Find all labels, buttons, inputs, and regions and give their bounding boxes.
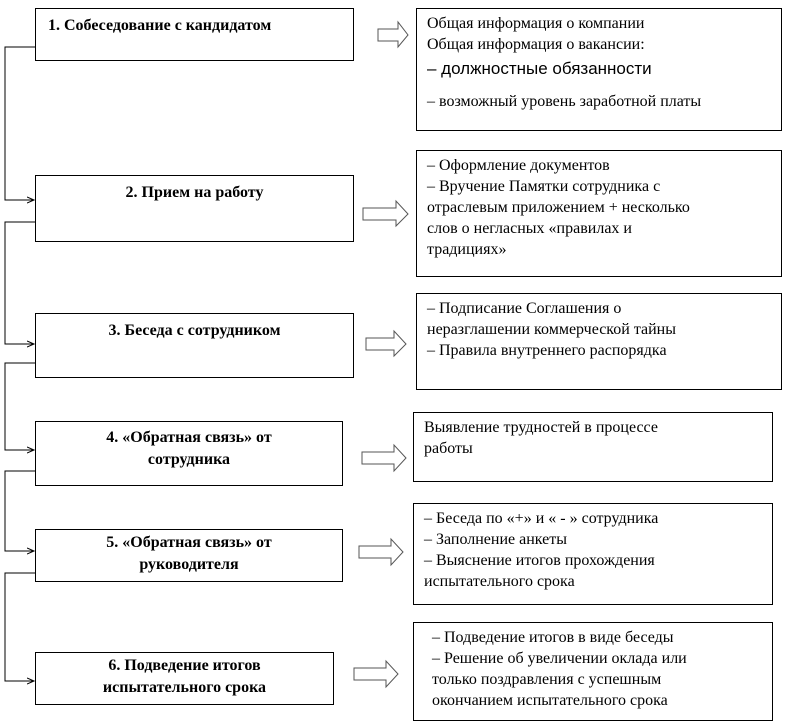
step-1-title: 1. Собеседование с кандидатом [48, 17, 272, 34]
step-3-title: 3. Беседа с сотрудником [108, 322, 281, 339]
detail-line: – Правила внутреннего распорядка [427, 342, 667, 359]
step-6-title-line-1: 6. Подведение итогов [108, 657, 261, 674]
connector-1-2 [4, 46, 35, 200]
detail-line: – Подписание Соглашения о [427, 300, 622, 317]
step-6-title-line-2: испытательного срока [102, 679, 267, 696]
step-5-details: – Беседа по «+» и « - » сотрудника – Зап… [413, 503, 773, 605]
block-arrow-3 [365, 329, 407, 358]
block-arrow-4 [361, 443, 407, 473]
connector-2-3 [4, 221, 35, 344]
detail-line: испытательного срока [424, 573, 575, 590]
detail-line: традициях» [427, 241, 507, 258]
step-6-details: – Подведение итогов в виде беседы – Реше… [413, 622, 773, 721]
detail-line: – Подведение итогов в виде беседы [432, 629, 674, 646]
step-4-details: Выявление трудностей в процессе работы [413, 412, 773, 482]
detail-line: окончанием испытательного срока [432, 692, 668, 709]
step-4-title-line-2: сотрудника [147, 451, 231, 468]
step-6-box: 6. Подведение итогов испытательного срок… [35, 652, 334, 705]
block-arrow-6 [353, 659, 399, 689]
detail-line: только поздравления с успешным [432, 671, 662, 688]
step-5-title-line-1: 5. «Обратная связь» от [106, 534, 272, 551]
step-5-title-line-2: руководителя [139, 556, 239, 573]
detail-line: Общая информация о компании [427, 15, 645, 32]
step-2-details: – Оформление документов – Вручение Памят… [416, 150, 782, 277]
detail-line: – Решение об увеличении оклада или [432, 650, 687, 667]
block-arrow-1 [377, 20, 409, 49]
step-3-details: – Подписание Соглашения о неразглашении … [416, 293, 782, 390]
block-arrow-5 [358, 537, 404, 567]
detail-line: – должностные обязанности [427, 59, 652, 78]
detail-line: – Вручение Памятки сотрудника с [427, 178, 661, 195]
step-1-details: Общая информация о компании Общая информ… [416, 8, 782, 131]
step-2-title: 2. Прием на работу [125, 184, 264, 201]
detail-line: неразглашении коммерческой тайны [427, 321, 676, 338]
detail-line: отраслевым приложением + несколько [427, 199, 690, 216]
detail-line: работы [424, 440, 473, 457]
detail-line: – Беседа по «+» и « - » сотрудника [424, 510, 659, 527]
connector-4-5 [4, 470, 35, 551]
detail-line: слов о негласных «правилах и [427, 220, 632, 237]
step-3-box: 3. Беседа с сотрудником [35, 313, 354, 378]
block-arrow-2 [362, 199, 409, 228]
step-4-box: 4. «Обратная связь» от сотрудника [35, 421, 343, 486]
detail-line: Выявление трудностей в процессе [424, 419, 658, 436]
connector-3-4 [4, 362, 35, 450]
detail-line: – Оформление документов [427, 157, 610, 174]
step-1-box: 1. Собеседование с кандидатом [35, 8, 354, 61]
detail-line: – Выяснение итогов прохождения [424, 552, 655, 569]
step-4-title-line-1: 4. «Обратная связь» от [106, 429, 272, 446]
step-5-box: 5. «Обратная связь» от руководителя [35, 529, 343, 582]
detail-line: – возможный уровень заработной платы [427, 93, 702, 110]
step-2-box: 2. Прием на работу [35, 175, 354, 242]
connector-5-6 [4, 572, 35, 681]
detail-line: – Заполнение анкеты [424, 531, 568, 548]
detail-line: Общая информация о вакансии: [427, 36, 645, 53]
